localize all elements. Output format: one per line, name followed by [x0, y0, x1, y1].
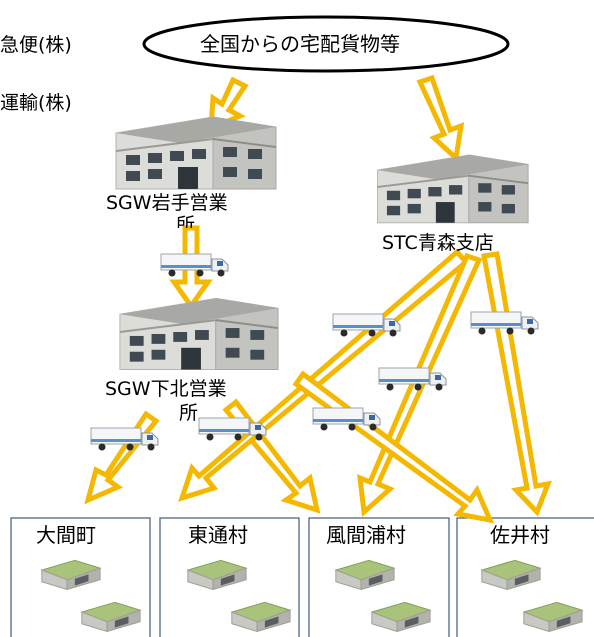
truck-icon [312, 407, 381, 431]
village-label-higashidori: 東通村 [188, 523, 248, 547]
source-ellipse [142, 15, 510, 73]
house-icon [81, 601, 141, 632]
house-icon [481, 559, 541, 590]
arrow-shimokita-sai [292, 370, 495, 524]
village-label-kazamaura: 風間浦村 [326, 523, 406, 547]
box-higashidori [159, 517, 300, 637]
iwate-building-icon [114, 115, 278, 191]
village-label-sai: 佐井村 [490, 523, 550, 547]
iwate-depot-label: SGW岩手営業 [106, 192, 228, 214]
box-oma [10, 517, 151, 637]
house-icon [371, 601, 431, 632]
iwate-depot-label-wrap: 所 [176, 214, 196, 228]
shimokita-depot-label: SGW下北営業 [105, 378, 227, 400]
house-icon [335, 559, 395, 590]
operator-sagawa-label: 急便(株) [0, 34, 72, 56]
house-icon [231, 601, 291, 632]
box-sai [456, 517, 594, 637]
box-kazamaura [308, 517, 450, 637]
shimokita-building-icon [118, 297, 280, 371]
aomori-building-icon [376, 154, 530, 224]
aomori-depot-label: STC青森支店 [382, 232, 494, 254]
shimokita-depot-label-wrap: 所 [179, 402, 199, 424]
house-icon [41, 559, 101, 590]
arrow-aomori-sai [481, 251, 552, 517]
truck-icon [198, 417, 267, 441]
village-label-oma: 大間町 [36, 523, 96, 547]
arrow-aomori-higashidori [178, 248, 470, 502]
operator-seino-label: 運輸(株) [0, 92, 72, 114]
arrow-source-aomori [416, 74, 465, 163]
village-boxes [10, 517, 594, 637]
house-icon [187, 559, 247, 590]
house-icon [523, 601, 583, 632]
arrow-shimokita-oma [84, 410, 160, 505]
source-label: 全国からの宅配貨物等 [200, 32, 400, 56]
